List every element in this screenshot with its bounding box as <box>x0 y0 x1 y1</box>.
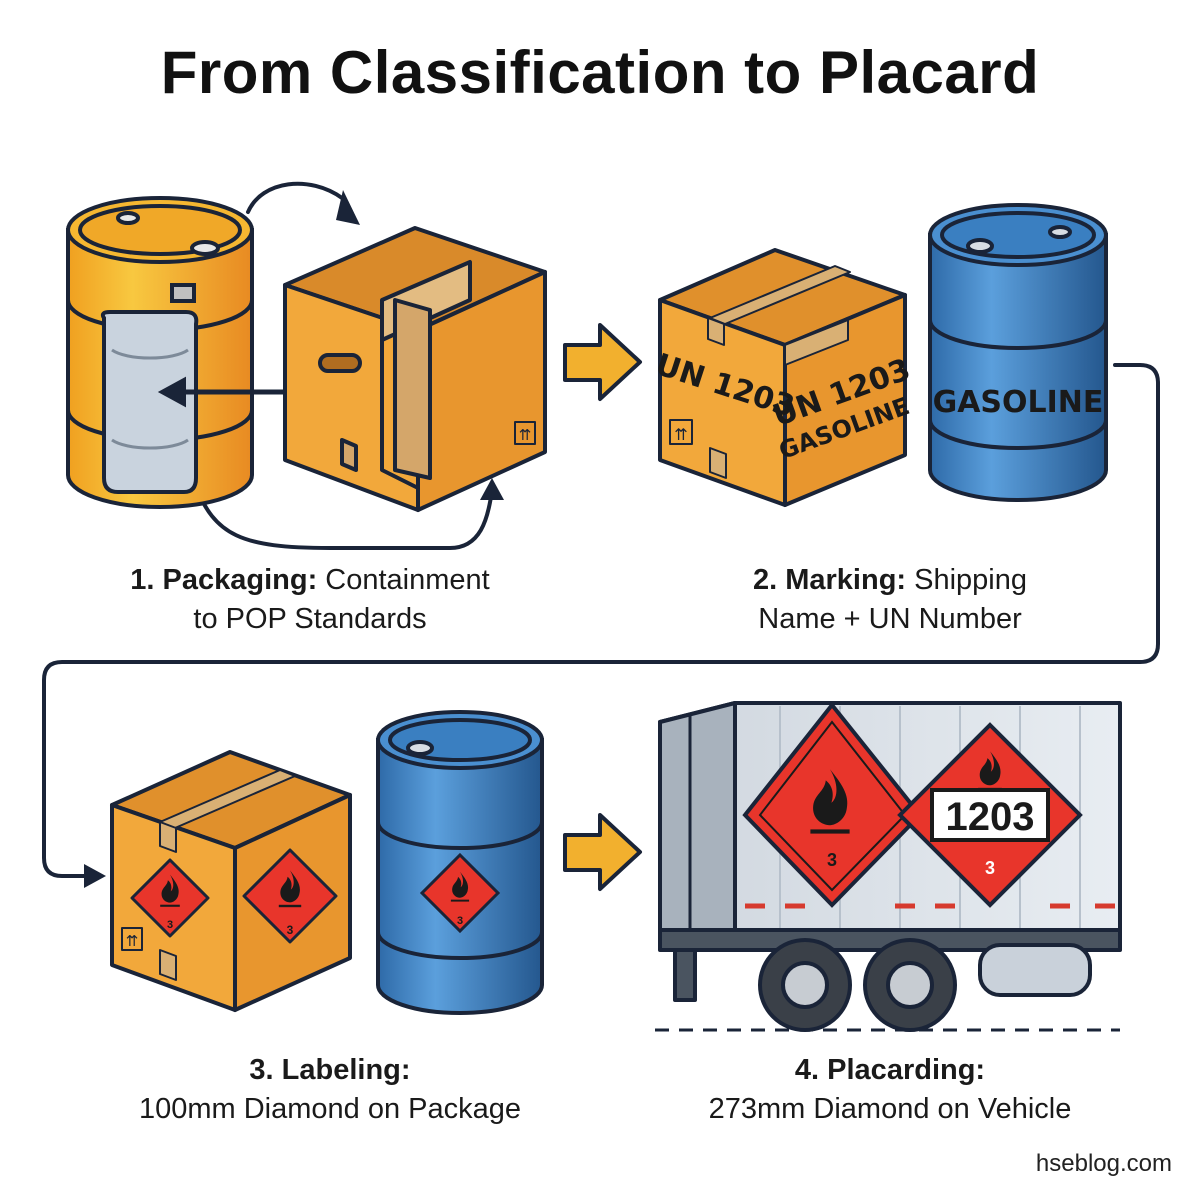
step-number: 1. <box>130 564 155 596</box>
hazard-class: 3 <box>985 858 995 878</box>
footer-credit: hseblog.com <box>1035 1150 1172 1177</box>
step-number: 3. <box>249 1054 274 1086</box>
step-1-caption: 1. Packaging: Containment to POP Standar… <box>60 561 560 639</box>
step-desc: to POP Standards <box>193 603 427 635</box>
step-desc: Containment <box>325 564 490 596</box>
step-name: Marking: <box>785 564 907 596</box>
blue-drum-marked <box>928 203 1108 502</box>
step-3-caption: 3. Labeling: 100mm Diamond on Package <box>70 1051 590 1129</box>
hazard-class: 3 <box>167 919 173 931</box>
hazard-class: 3 <box>827 850 837 870</box>
drum-shipping-name: GASOLINE <box>933 385 1104 420</box>
step-number: 4. <box>794 1054 820 1086</box>
hazard-class: 3 <box>457 915 463 927</box>
marked-box <box>658 248 907 507</box>
step-desc: Shipping <box>914 564 1028 596</box>
placard-un-number <box>897 722 1083 908</box>
arrow-right-icon-2 <box>563 813 642 891</box>
labeled-box <box>110 750 352 1012</box>
connector-drum-to-box <box>246 181 344 214</box>
page-title: From Classification to Placard <box>160 39 1040 106</box>
open-box: ⇈ <box>283 226 547 512</box>
step-desc: Name + UN Number <box>758 603 1022 635</box>
trailer <box>655 701 1122 1032</box>
yellow-drum <box>66 196 254 509</box>
step-desc: 273mm Diamond on Vehicle <box>708 1093 1072 1125</box>
step-name: Placarding: <box>827 1054 986 1086</box>
blue-drum-labeled <box>376 710 544 1015</box>
placard-number: 1203 <box>946 795 1035 839</box>
arrow-right-icon-1 <box>563 323 642 401</box>
connector-drum-bottom-to-box <box>193 483 494 550</box>
package-up-arrows-icon: ⇈ <box>126 932 139 950</box>
step-4-caption: 4. Placarding: 273mm Diamond on Vehicle <box>640 1051 1140 1129</box>
step-name: Packaging: <box>162 564 318 596</box>
step-number: 2. <box>752 564 778 596</box>
step-name: Labeling: <box>281 1054 411 1086</box>
package-up-arrows-icon: ⇈ <box>674 425 687 444</box>
step-2-caption: 2. Marking: Shipping Name + UN Number <box>640 561 1140 639</box>
step-desc: 100mm Diamond on Package <box>138 1093 522 1125</box>
connector-row1-to-row3 <box>42 363 1160 878</box>
hazard-class: 3 <box>287 923 294 937</box>
package-up-arrows-icon: ⇈ <box>519 426 532 444</box>
